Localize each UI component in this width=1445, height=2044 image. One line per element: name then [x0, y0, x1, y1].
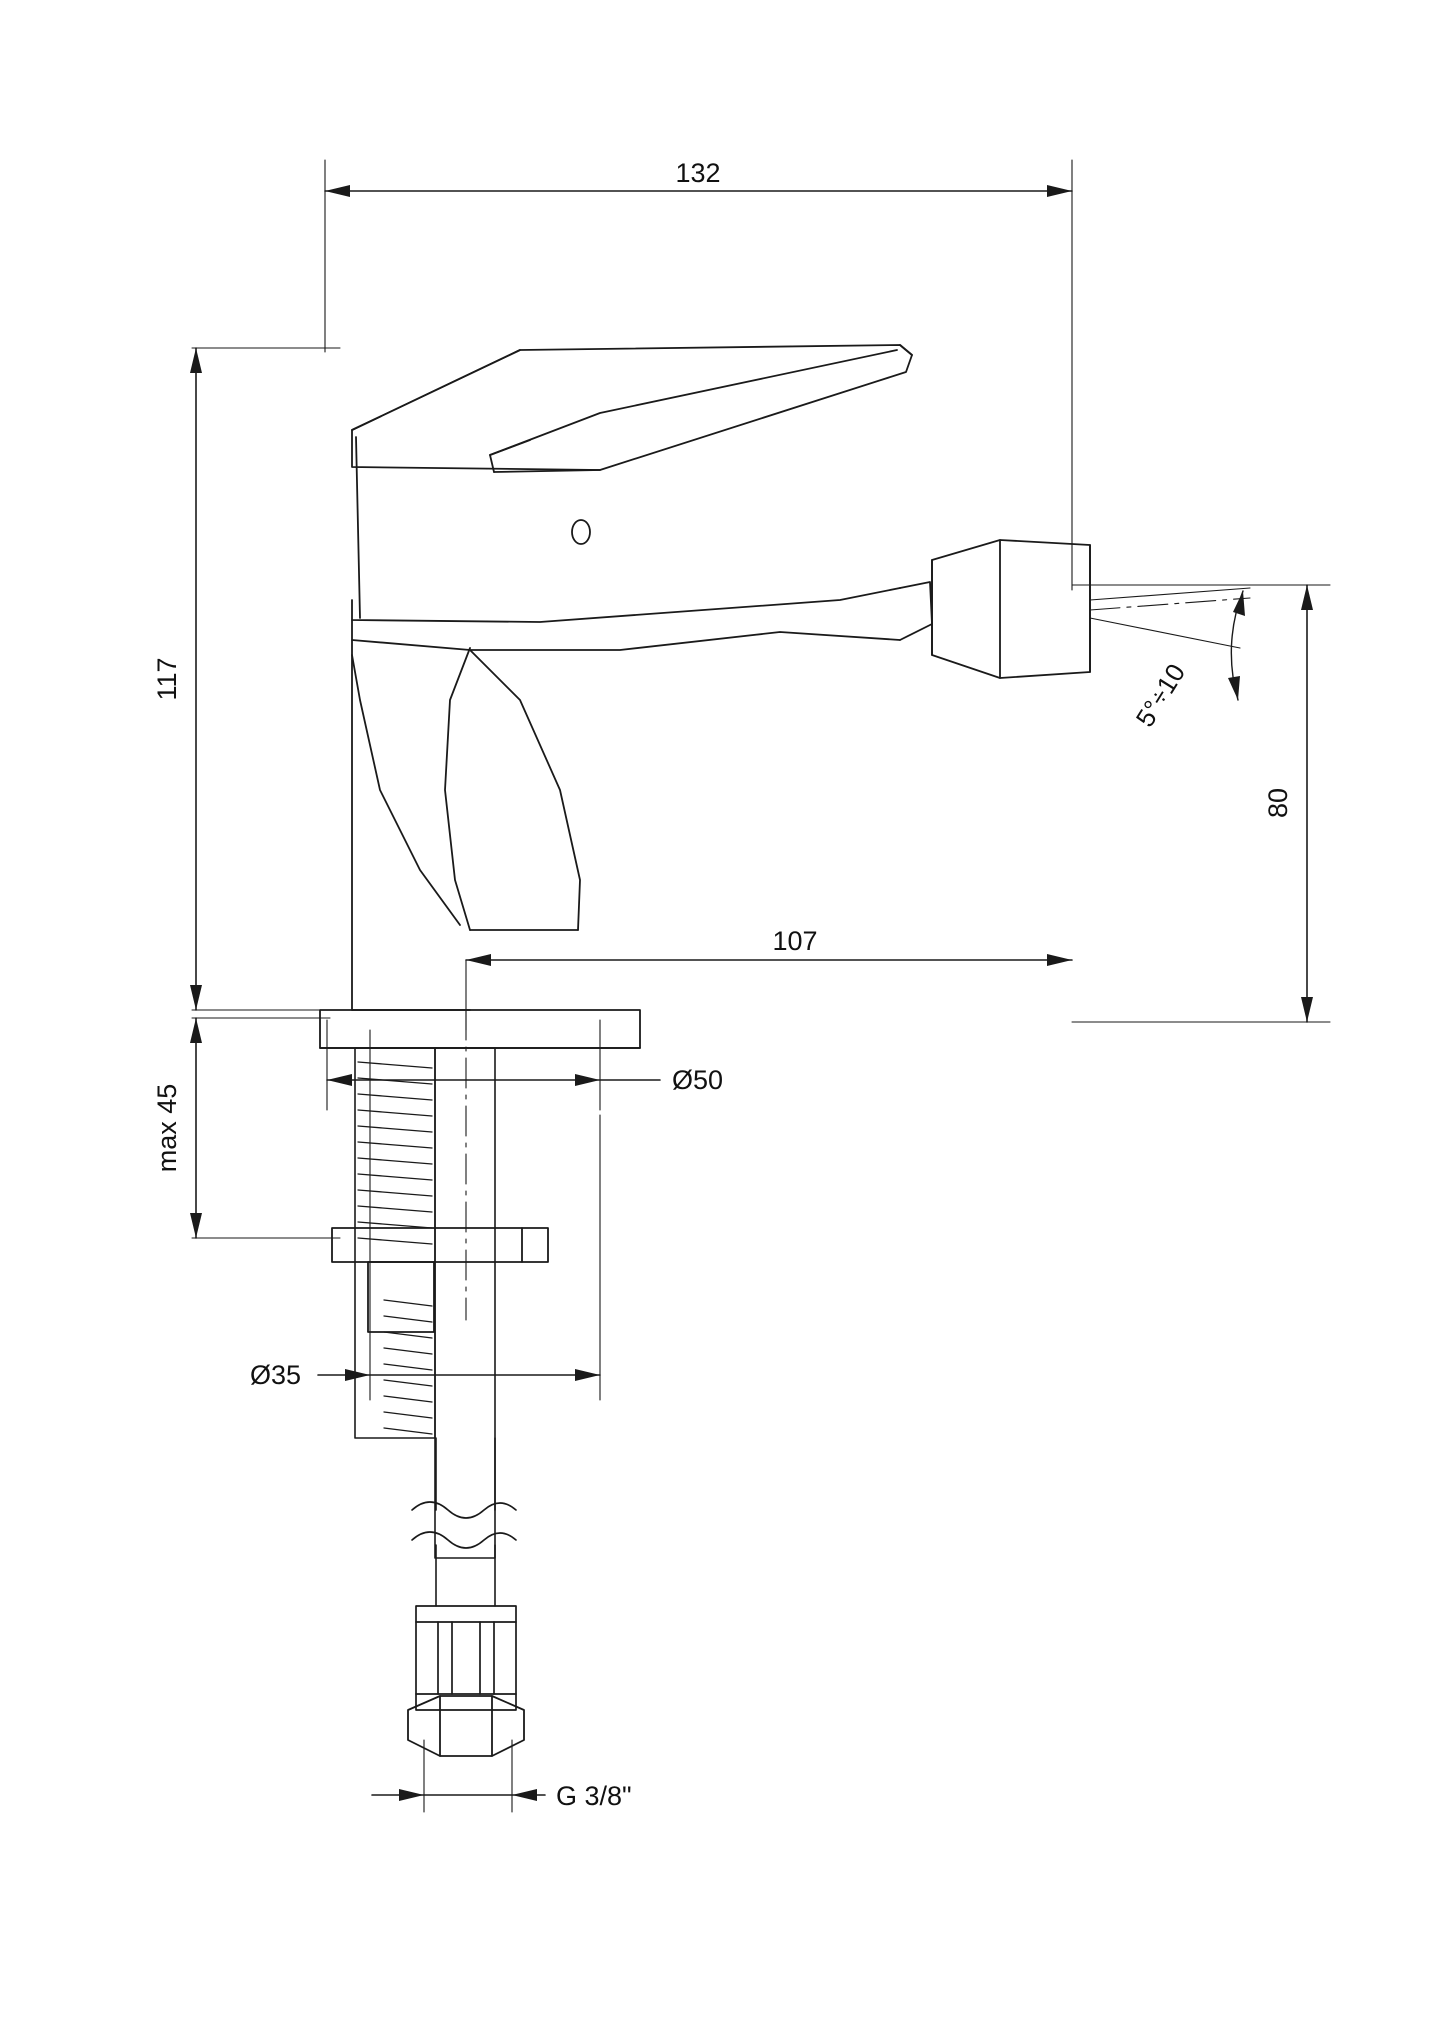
center-lines [465, 597, 1251, 1321]
faucet-spout [351, 581, 933, 1011]
threaded-shank [354, 1047, 496, 1559]
extension-lines [191, 159, 1331, 1813]
label-thread-g38: G 3/8" [556, 1781, 632, 1811]
faucet-lever [351, 344, 913, 619]
dimension-lines [190, 185, 1313, 1801]
hose-connector [415, 1605, 517, 1711]
label-angle-5-10: 5°÷10 [1130, 658, 1192, 732]
label-max-deck-45: max 45 [152, 1084, 182, 1173]
flexible-hose [411, 1437, 517, 1607]
aerator-head [931, 539, 1091, 679]
label-width-132: 132 [675, 158, 720, 188]
spout-body-blend [351, 654, 461, 926]
deck-flange [319, 1009, 641, 1049]
label-reach-107: 107 [772, 926, 817, 956]
label-height-117: 117 [152, 657, 182, 700]
mounting-nut [331, 1227, 549, 1333]
hex-nut [407, 1695, 525, 1757]
label-spout-height-80: 80 [1263, 788, 1293, 818]
thread-hatching [357, 1061, 433, 1435]
angle-callout [1089, 587, 1251, 701]
label-hole-dia-35: Ø35 [250, 1360, 301, 1390]
label-flange-dia-50: Ø50 [672, 1065, 723, 1095]
